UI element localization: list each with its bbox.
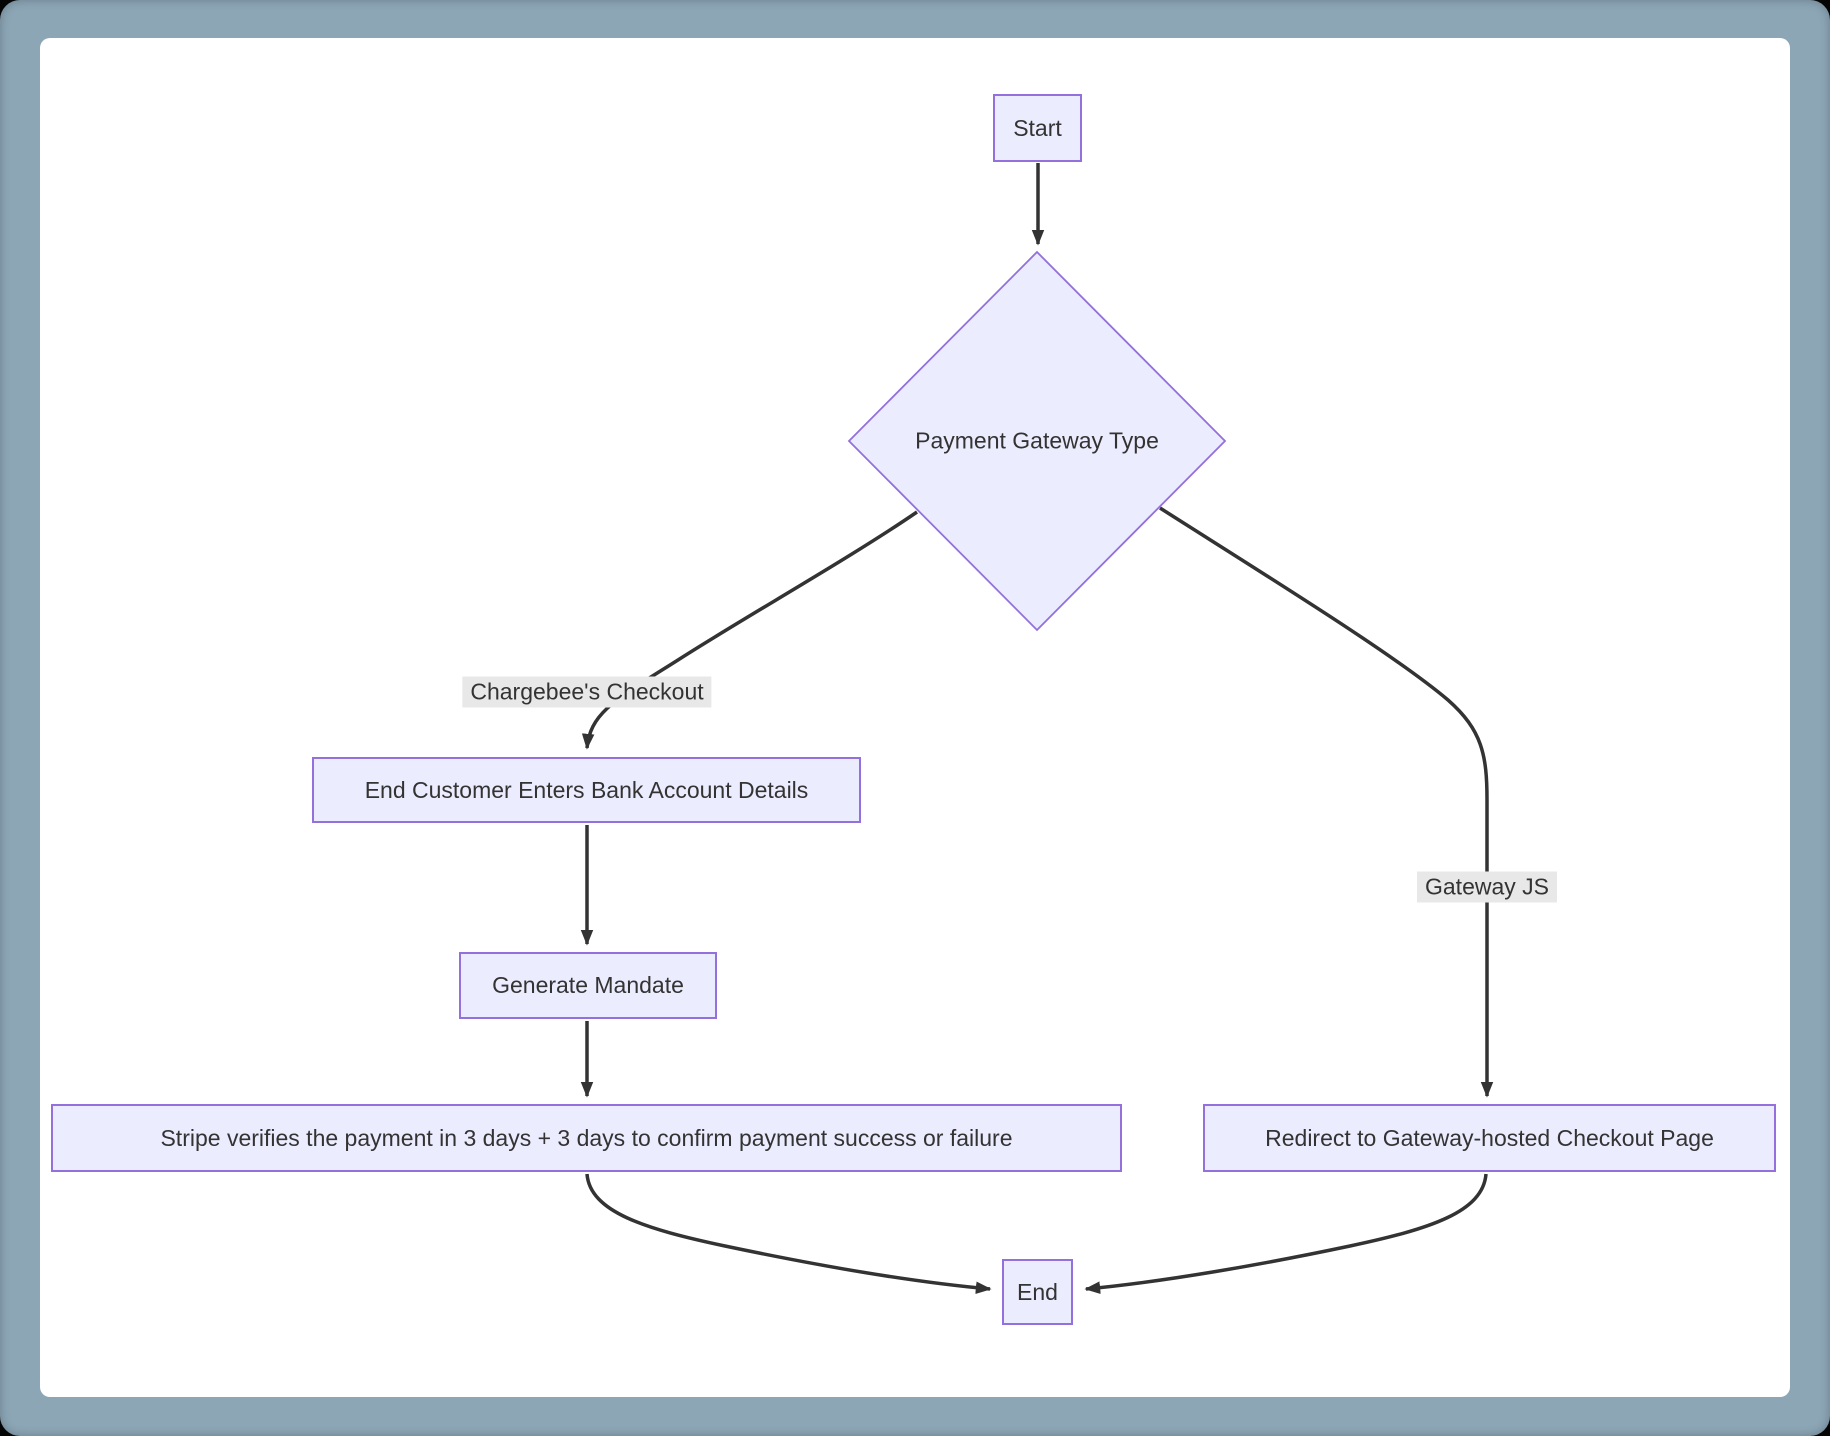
edge-label-gateway-js: Gateway JS [1417,871,1557,903]
node-stripe-verifies-payment: Stripe verifies the payment in 3 days + … [51,1104,1122,1172]
node-end: End [1002,1259,1073,1325]
node-decision-label: Payment Gateway Type [915,427,1159,454]
edge-label-chargebees-checkout: Chargebee's Checkout [462,676,712,708]
node-redirect-gateway-checkout: Redirect to Gateway-hosted Checkout Page [1203,1104,1776,1172]
node-end-customer-enters-bank-details: End Customer Enters Bank Account Details [312,757,861,823]
node-start: Start [993,94,1082,162]
node-generate-mandate: Generate Mandate [459,952,717,1019]
diagram-canvas [40,38,1790,1397]
